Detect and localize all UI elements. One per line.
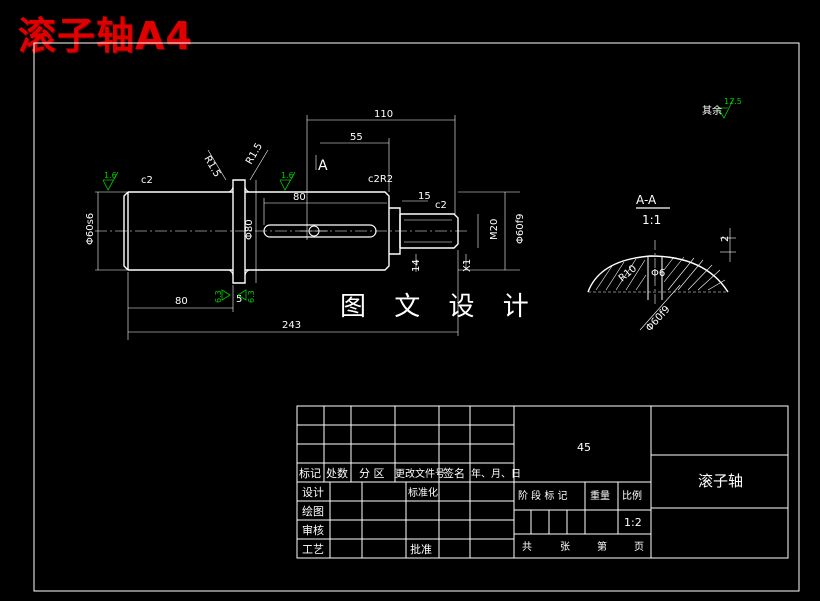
dim-r10: R10: [617, 263, 639, 284]
dim-phi6: Φ6: [651, 268, 665, 279]
roughness-marks: [102, 97, 735, 301]
sheet-page-label: 页: [634, 541, 644, 553]
rev-header-mark: 标记: [299, 466, 321, 480]
roughness-collar-right: 6.3: [247, 290, 256, 303]
sheet-num-label: 第: [597, 540, 607, 553]
dim-2: 2: [720, 236, 731, 242]
dim-110: 110: [374, 109, 393, 120]
sheet-unit-label: 张: [560, 541, 570, 553]
material-value: 45: [577, 441, 591, 454]
dim-14: 14: [411, 259, 422, 272]
dim-phi60s6: Φ60s6: [85, 213, 96, 245]
dim-55: 55: [350, 132, 363, 143]
rev-header-doc: 更改文件号: [395, 467, 445, 480]
dim-r15-left: R1.5: [201, 154, 222, 179]
roughness-collar-left: 6.3: [214, 290, 223, 303]
role-draw: 绘图: [302, 504, 324, 518]
section-label: A-A: [636, 193, 657, 207]
role-process: 工艺: [302, 543, 324, 556]
dim-c2r2: c2R2: [368, 174, 393, 185]
scale-value: 1:2: [624, 516, 642, 529]
stage-mark-label: 阶 段 标 记: [518, 489, 568, 502]
rev-header-date: 年、月、日: [471, 467, 521, 480]
dim-phi80: Φ80: [244, 219, 255, 240]
approve-label: 批准: [410, 542, 432, 556]
part-name: 滚子轴: [698, 472, 743, 490]
dimension-lines: [95, 115, 520, 340]
weight-label: 重量: [590, 489, 610, 502]
dim-243: 243: [282, 320, 301, 331]
section-scale: 1:1: [642, 213, 661, 227]
dim-m20: M20: [489, 219, 500, 240]
dim-5: 5: [236, 294, 242, 305]
rev-header-count: 处数: [326, 467, 348, 480]
dim-c2-left: c2: [141, 175, 153, 186]
dim-phi60f9-section: Φ60f9: [644, 304, 673, 334]
roughness-note-label: 其余: [702, 104, 722, 117]
view-label-a: A: [318, 158, 328, 174]
dim-x1: X1: [462, 259, 473, 272]
sheet-total-label: 共: [522, 541, 532, 553]
role-review: 审核: [302, 523, 324, 537]
dim-r15-right: R1.5: [244, 141, 265, 166]
shaft-view: [95, 179, 470, 284]
dim-80-bottom: 80: [175, 296, 188, 307]
dim-phi60f9: Φ60f9: [515, 214, 526, 244]
scale-label: 比例: [622, 489, 642, 502]
roughness-middle: 1.6: [281, 171, 294, 180]
drawing-title: 滚子轴A4: [18, 14, 193, 58]
rev-header-sign: 签名: [443, 466, 465, 480]
dimension-texts: 110 55 80 15 c2 c2 c2R2 R1.5 R1.5 Φ60s6 …: [85, 109, 526, 331]
drawing-frame: [33, 42, 800, 592]
role-design: 设计: [302, 486, 324, 499]
roughness-general: 12.5: [724, 97, 742, 106]
roughness-left: 1.6: [104, 171, 117, 180]
dim-80-top: 80: [293, 192, 306, 203]
dim-15: 15: [418, 191, 431, 202]
rev-header-zone: 分 区: [359, 467, 385, 480]
watermark-text: 图 文 设 计: [340, 292, 539, 322]
roughness-values: 1.6 1.6 6.3 6.3 12.5: [104, 97, 742, 303]
title-block: [296, 405, 789, 559]
std-label: 标准化: [408, 486, 438, 499]
title-block-texts: 45 滚子轴 1:2 标记 处数 分 区 更改文件号 签名 年、月、日 设计 绘…: [299, 441, 743, 556]
dim-c2-right: c2: [435, 200, 447, 211]
section-view: [587, 207, 736, 331]
